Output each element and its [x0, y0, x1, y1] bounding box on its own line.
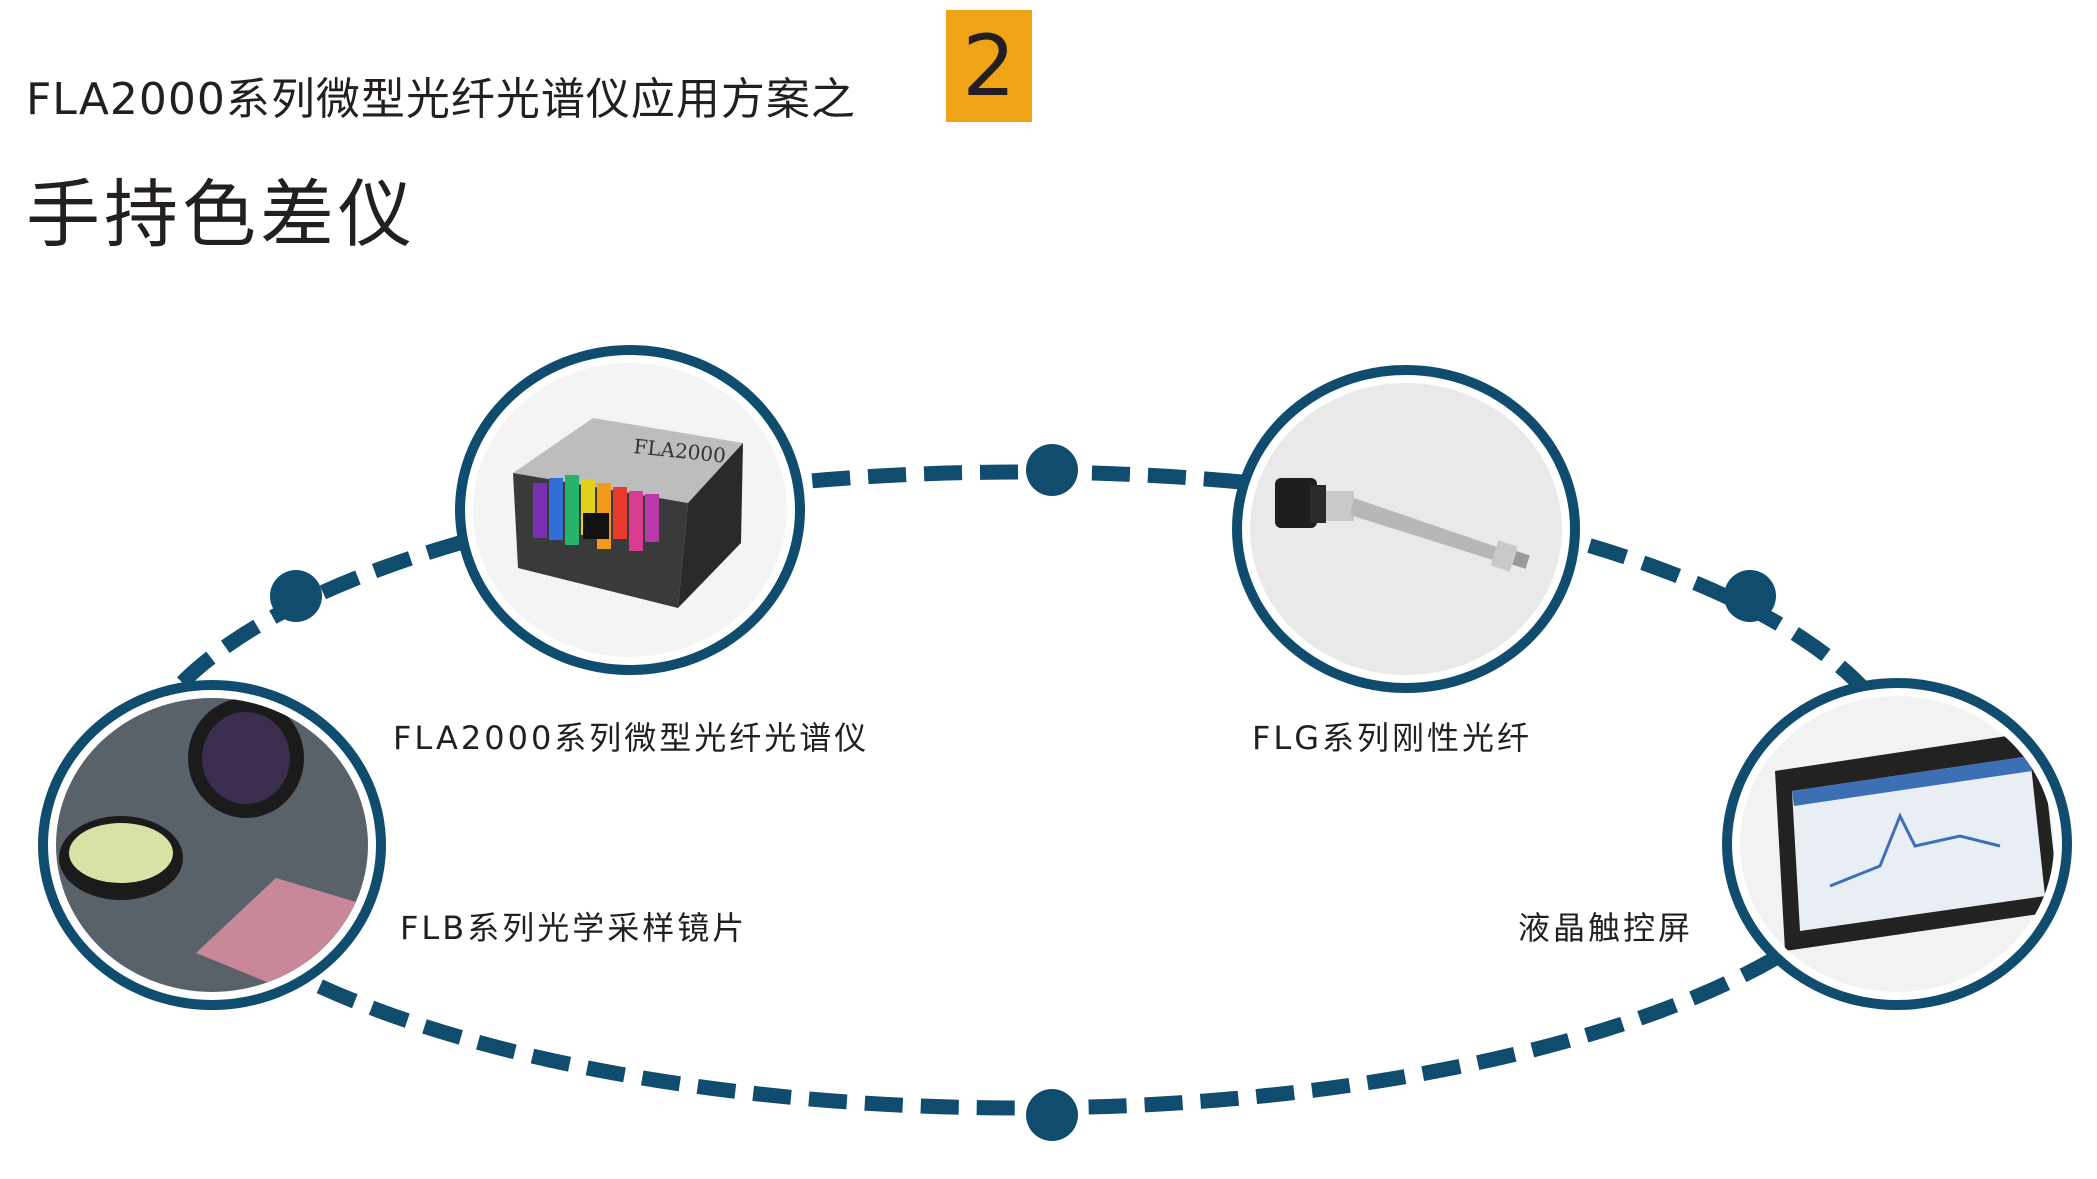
optical-lenses-image [59, 698, 368, 992]
spectrometer-node: FLA2000 [455, 345, 805, 675]
label-optical-lenses: FLB系列光学采样镜片 [400, 909, 748, 947]
touch-screen-node [1722, 678, 2072, 1010]
touch-screen-image [1775, 731, 2054, 951]
solution-number-badge: 2 [946, 10, 1032, 122]
ring-dot [1026, 444, 1078, 496]
series-title-row: FLA2000系列微型光纤光谱仪应用方案之 [26, 60, 856, 130]
label-rigid-fiber: FLG系列刚性光纤 [1252, 719, 1533, 757]
series-title: FLA2000系列微型光纤光谱仪应用方案之 [26, 74, 856, 125]
ring-dot [1026, 1089, 1078, 1141]
spectrometer-device-image: FLA2000 [513, 418, 743, 608]
label-spectrometer: FLA2000系列微型光纤光谱仪 [393, 719, 870, 757]
ring-dot [270, 570, 322, 622]
solution-title: 手持色差仪 [26, 172, 416, 258]
label-touch-screen: 液晶触控屏 [1518, 909, 1694, 947]
dashed-ellipse [122, 464, 1918, 1116]
optical-lenses-node [38, 680, 386, 1010]
rigid-fiber-image [1275, 478, 1530, 572]
ring-dot [1724, 570, 1776, 622]
rigid-fiber-node [1232, 365, 1580, 693]
